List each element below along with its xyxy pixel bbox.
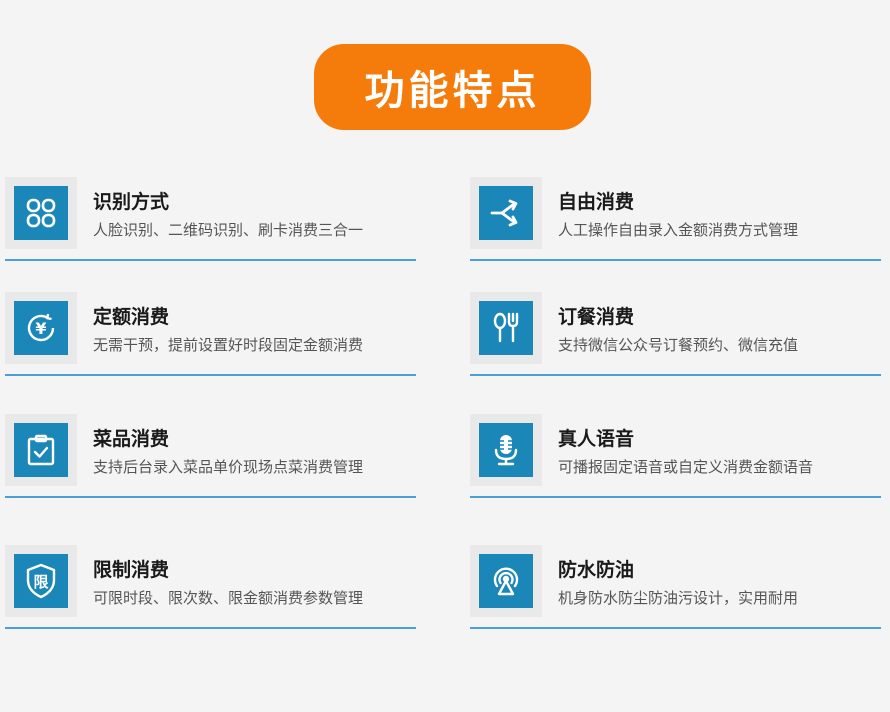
feature-item-free: 自由消费 人工操作自由录入金额消费方式管理 xyxy=(470,177,881,261)
feature-desc: 支持后台录入菜品单价现场点菜消费管理 xyxy=(93,458,364,476)
feature-title: 限制消费 xyxy=(93,559,170,581)
section-title-badge: 功能特点 xyxy=(314,44,591,130)
yen-coin-icon: ¥ xyxy=(14,301,68,355)
feature-desc: 人工操作自由录入金额消费方式管理 xyxy=(558,221,799,239)
feature-desc: 支持微信公众号订餐预约、微信充值 xyxy=(558,336,799,354)
face-grid-icon xyxy=(14,186,68,240)
feature-title: 菜品消费 xyxy=(93,428,170,450)
feature-item-waterproof: 防水防油 机身防水防尘防油污设计，实用耐用 xyxy=(470,545,881,629)
limit-glyph: 限 xyxy=(33,573,48,591)
feature-title: 防水防油 xyxy=(558,559,635,581)
feature-desc: 人脸识别、二维码识别、刷卡消费三合一 xyxy=(93,221,364,239)
feature-desc: 无需干预，提前设置好时段固定金额消费 xyxy=(93,336,364,354)
limit-shield-icon: 限 xyxy=(14,554,68,608)
feature-desc: 可播报固定语音或自定义消费金额语音 xyxy=(558,458,814,476)
feature-title: 自由消费 xyxy=(558,191,635,213)
yen-glyph: ¥ xyxy=(35,319,46,338)
feature-item-order: 订餐消费 支持微信公众号订餐预约、微信充值 xyxy=(470,292,881,376)
feature-item-dish: 菜品消费 支持后台录入菜品单价现场点菜消费管理 xyxy=(5,414,416,498)
feature-item-limit: 限 限制消费 可限时段、限次数、限金额消费参数管理 xyxy=(5,545,416,629)
feature-title: 订餐消费 xyxy=(558,306,635,328)
feature-desc: 机身防水防尘防油污设计，实用耐用 xyxy=(558,589,799,607)
feature-item-fixed: ¥ 定额消费 无需干预，提前设置好时段固定金额消费 xyxy=(5,292,416,376)
feature-title: 真人语音 xyxy=(558,428,635,450)
feature-item-recognition: 识别方式 人脸识别、二维码识别、刷卡消费三合一 xyxy=(5,177,416,261)
feature-title: 识别方式 xyxy=(93,191,170,213)
feature-item-voice: 真人语音 可播报固定语音或自定义消费金额语音 xyxy=(470,414,881,498)
branch-arrows-icon xyxy=(479,186,533,240)
waterproof-icon xyxy=(479,554,533,608)
feature-desc: 可限时段、限次数、限金额消费参数管理 xyxy=(93,589,364,607)
section-title: 功能特点 xyxy=(364,68,541,114)
microphone-icon xyxy=(479,423,533,477)
fork-spoon-icon xyxy=(479,301,533,355)
clipboard-check-icon xyxy=(14,423,68,477)
feature-title: 定额消费 xyxy=(93,306,170,328)
